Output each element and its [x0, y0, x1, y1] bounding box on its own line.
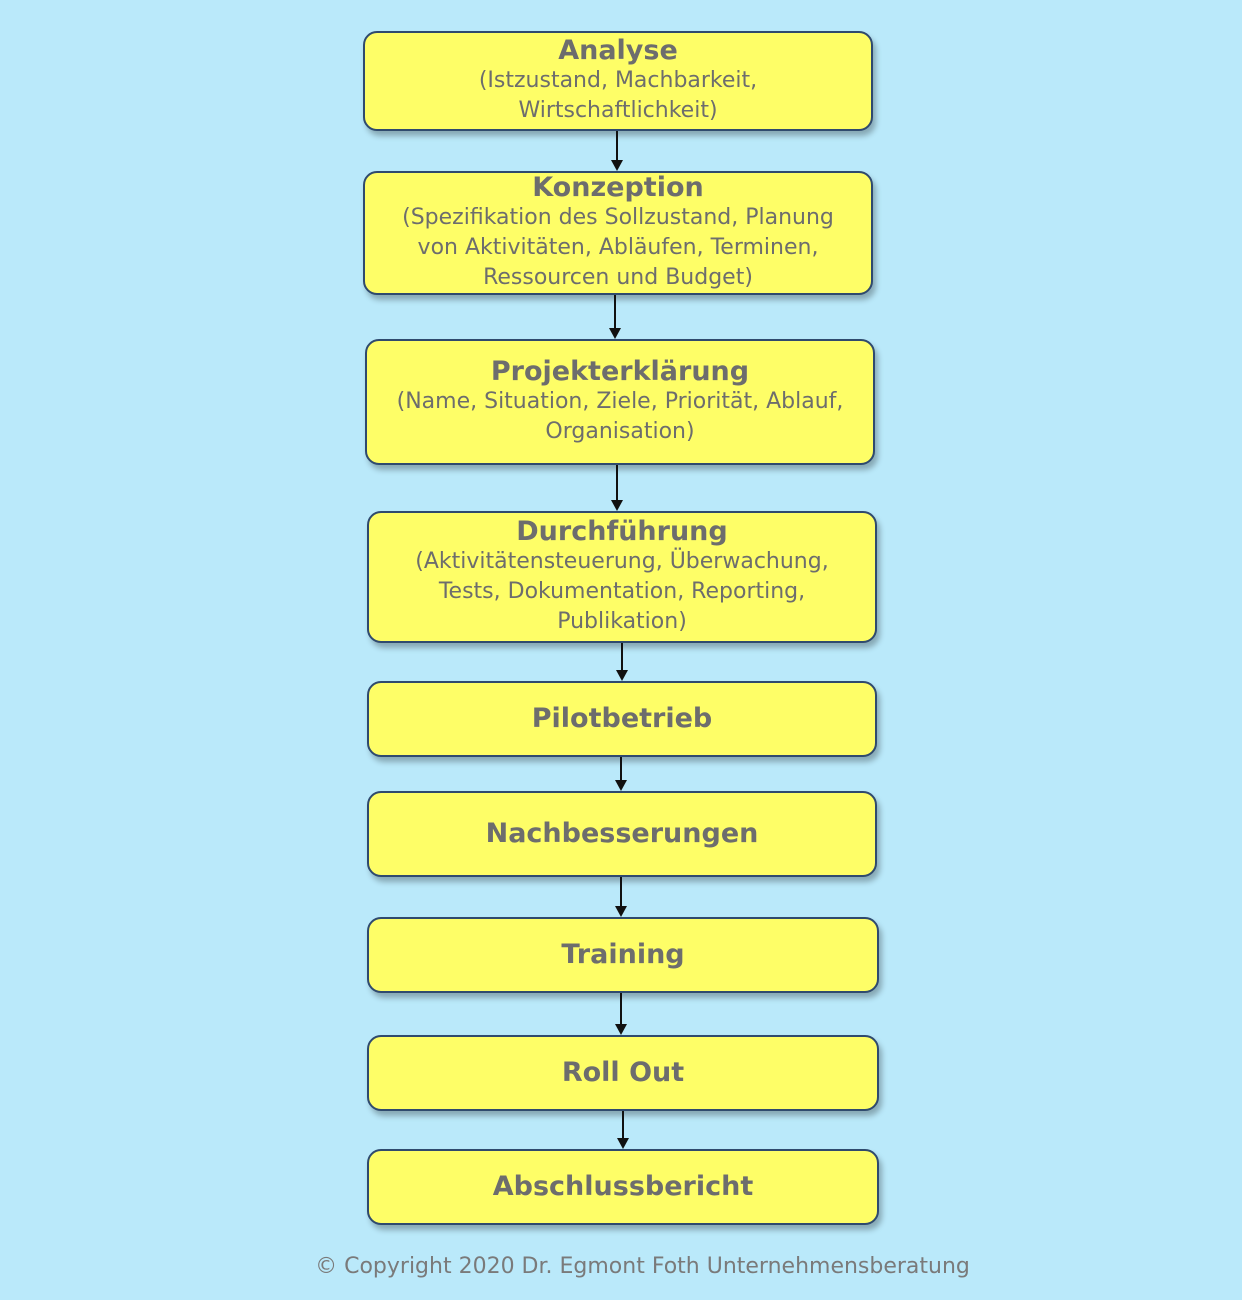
- step-title: Nachbesserungen: [485, 818, 759, 849]
- step-title: Pilotbetrieb: [531, 703, 713, 734]
- step-description: (Aktivitätensteuerung, Überwachung, Test…: [415, 549, 829, 634]
- step-title: Abschlussbericht: [492, 1171, 754, 1202]
- step-title: Training: [561, 939, 685, 970]
- copyright-notice: © Copyright 2020 Dr. Egmont Foth Unterne…: [315, 1254, 970, 1279]
- step-pilotbetrieb: Pilotbetrieb: [367, 681, 877, 757]
- step-title: Durchführung: [516, 516, 728, 547]
- step-analyse: Analyse (Istzustand, Machbarkeit, Wirtsc…: [363, 31, 873, 131]
- step-konzeption: Konzeption (Spezifikation des Sollzustan…: [363, 171, 873, 295]
- step-description: (Name, Situation, Ziele, Priorität, Abla…: [396, 389, 844, 444]
- step-abschlussbericht: Abschlussbericht: [367, 1149, 879, 1225]
- step-title: Projekterklärung: [490, 356, 750, 387]
- step-description: (Spezifikation des Sollzustand, Planung …: [402, 205, 834, 290]
- step-nachbesserungen: Nachbesserungen: [367, 791, 877, 877]
- step-title: Analyse: [558, 35, 678, 66]
- step-roll-out: Roll Out: [367, 1035, 879, 1111]
- step-training: Training: [367, 917, 879, 993]
- step-projekterklaerung: Projekterklärung (Name, Situation, Ziele…: [365, 339, 875, 465]
- step-title: Roll Out: [561, 1057, 685, 1088]
- step-title: Konzeption: [532, 172, 704, 203]
- step-description: (Istzustand, Machbarkeit, Wirtschaftlich…: [478, 68, 758, 123]
- step-durchfuehrung: Durchführung (Aktivitätensteuerung, Über…: [367, 511, 877, 643]
